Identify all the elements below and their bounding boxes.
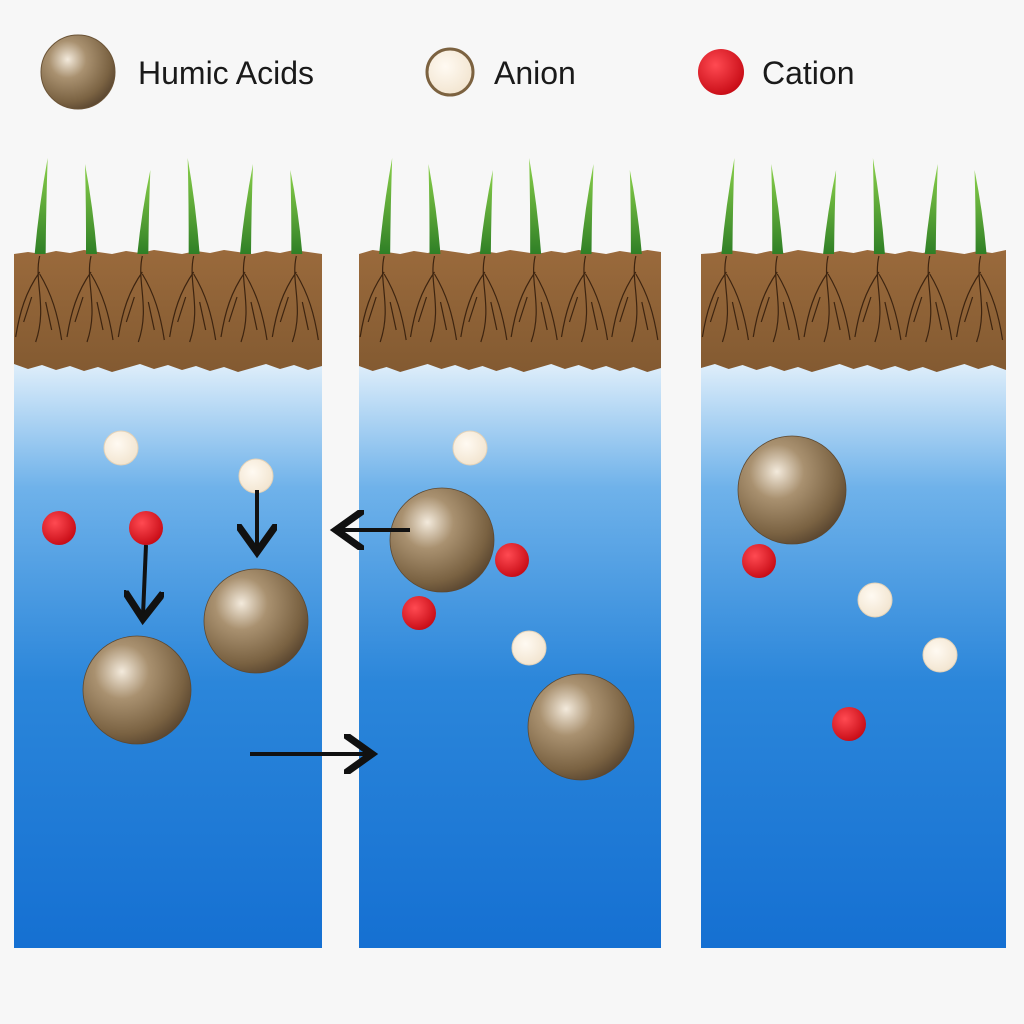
root-icon xyxy=(220,255,268,343)
particles xyxy=(42,430,958,781)
grass-blade-icon xyxy=(924,164,938,254)
cation-particle xyxy=(402,596,436,630)
grass-blade-icon xyxy=(379,158,393,254)
grass-blade-icon xyxy=(34,158,48,254)
grass-blade-icon xyxy=(85,164,97,254)
root-icon xyxy=(117,255,165,343)
root-icon xyxy=(15,255,63,343)
grass-blade-icon xyxy=(974,170,987,254)
root-icon xyxy=(611,255,659,343)
cation-particle-icon xyxy=(698,49,744,95)
root-icon xyxy=(460,255,508,343)
soil-layer xyxy=(359,250,661,372)
roots xyxy=(15,255,319,343)
cation-particle xyxy=(42,511,76,545)
root-icon xyxy=(66,255,114,343)
root-icon xyxy=(409,255,458,343)
root-icon xyxy=(271,255,319,343)
root-icon xyxy=(854,255,902,343)
cation-particle xyxy=(495,543,529,577)
root-icon xyxy=(701,255,750,343)
cation-particle xyxy=(742,544,776,578)
panel-left xyxy=(14,158,322,948)
grass-blade-icon xyxy=(428,164,441,254)
legend-humic-acids-label: Humic Acids xyxy=(138,55,315,91)
grass-blade-icon xyxy=(872,158,885,254)
root-icon xyxy=(169,255,217,343)
water-column xyxy=(359,358,661,948)
grass-blade-icon xyxy=(290,170,303,254)
panel-middle xyxy=(359,158,661,948)
root-icon xyxy=(803,255,851,343)
humic-acid-particle-icon xyxy=(40,34,116,110)
anion-particle xyxy=(452,430,488,466)
roots xyxy=(701,255,1004,343)
grass-blade-icon xyxy=(823,170,837,254)
water-column xyxy=(701,358,1006,948)
grass-blade-icon xyxy=(137,170,151,254)
root-icon xyxy=(955,255,1004,343)
legend xyxy=(40,34,744,110)
anion-particle xyxy=(238,458,274,494)
arrow-icon xyxy=(143,544,146,615)
grass-blade-icon xyxy=(580,164,594,254)
anion-particle xyxy=(857,582,893,618)
anion-particle xyxy=(922,637,958,673)
arrows xyxy=(143,490,410,754)
root-icon xyxy=(359,255,407,343)
cation-particle xyxy=(129,511,163,545)
grass-blade-icon xyxy=(240,164,253,254)
root-icon xyxy=(905,255,953,343)
grass-blade-icon xyxy=(771,164,784,254)
grass-blade-icon xyxy=(529,158,542,254)
anion-particle-icon xyxy=(425,47,475,97)
root-icon xyxy=(560,255,609,343)
soil-layer xyxy=(14,250,322,372)
cation-particle xyxy=(832,707,866,741)
anion-particle xyxy=(511,630,547,666)
root-icon xyxy=(752,255,800,343)
legend-anion-label: Anion xyxy=(494,55,576,91)
grass-blade-icon xyxy=(187,158,200,254)
grass-blade-icon xyxy=(479,170,493,254)
humic-acid-particle xyxy=(389,487,495,593)
root-icon xyxy=(510,255,558,343)
anion-particle xyxy=(103,430,139,466)
humic-acid-particle xyxy=(737,435,847,545)
roots xyxy=(359,255,659,343)
humic-acid-particle xyxy=(203,568,309,674)
legend-cation-label: Cation xyxy=(762,55,855,91)
humic-acid-particle xyxy=(82,635,192,745)
grass-blade-icon xyxy=(629,170,642,254)
grass-blade-icon xyxy=(721,158,735,254)
humic-acid-particle xyxy=(527,673,635,781)
soil-layer xyxy=(701,250,1006,372)
